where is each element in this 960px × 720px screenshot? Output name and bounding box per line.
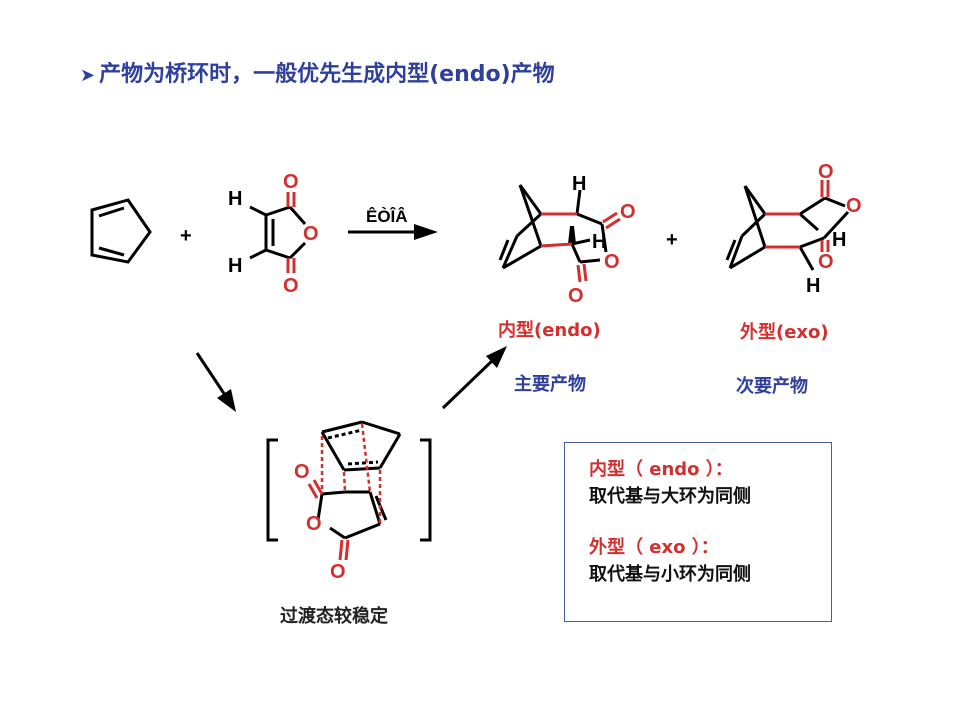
exo-note: 次要产物 xyxy=(736,376,808,397)
transition-state-brackets xyxy=(266,438,432,542)
exo-definition-text: 取代基与小环为同侧 xyxy=(589,564,751,585)
reaction-arrow: ÊÒÎÂ xyxy=(348,207,438,240)
bullet-arrow-icon: ➤ xyxy=(80,65,96,86)
atom-h: H xyxy=(572,173,586,195)
atom-h: H xyxy=(228,255,242,277)
plus-sign-2: + xyxy=(666,229,678,251)
title-text: 产物为桥环时，一般优先生成内型(endo)产物 xyxy=(99,62,555,87)
atom-o: O xyxy=(283,171,299,193)
atom-o: O xyxy=(303,223,319,245)
transition-state-label: 过渡态较稳定 xyxy=(280,606,388,627)
arrow-to-transition-state xyxy=(195,352,236,412)
page-title: ➤产物为桥环时，一般优先生成内型(endo)产物 xyxy=(80,56,555,88)
atom-o: O xyxy=(846,195,862,217)
atom-o: O xyxy=(604,251,620,273)
atom-o: O xyxy=(818,251,834,273)
endo-label: 内型(endo) xyxy=(498,320,601,341)
atom-h: H xyxy=(832,229,846,251)
transition-state-structure: O O O xyxy=(294,420,402,583)
atom-h: H xyxy=(806,275,820,297)
plus-sign-1: + xyxy=(180,225,192,247)
atom-o: O xyxy=(283,275,299,297)
endo-note: 主要产物 xyxy=(514,374,586,395)
atom-o: O xyxy=(294,461,310,483)
exo-label: 外型(exo) xyxy=(740,322,829,343)
atom-h: H xyxy=(592,231,606,253)
atom-o: O xyxy=(568,285,584,307)
endo-product-structure: H H O O O xyxy=(498,173,636,307)
atom-o: O xyxy=(330,561,346,583)
maleic-anhydride-structure: H H O O O xyxy=(228,171,319,297)
exo-definition-head: 外型（ exo ）： xyxy=(589,537,719,558)
definition-box: 内型（ endo ）： 取代基与大环为同侧 外型（ exo ）： 取代基与小环为… xyxy=(564,442,832,622)
exo-product-structure: O O H O H xyxy=(725,161,862,297)
atom-o: O xyxy=(306,513,322,535)
atom-h: H xyxy=(228,188,242,210)
atom-o: O xyxy=(818,161,834,183)
endo-definition-head: 内型（ endo ）： xyxy=(589,459,733,480)
endo-definition-text: 取代基与大环为同侧 xyxy=(589,486,751,507)
atom-o: O xyxy=(620,201,636,223)
cyclopentadiene-structure xyxy=(90,198,152,264)
reaction-condition: ÊÒÎÂ xyxy=(366,207,408,226)
arrow-to-endo-product xyxy=(441,346,507,410)
